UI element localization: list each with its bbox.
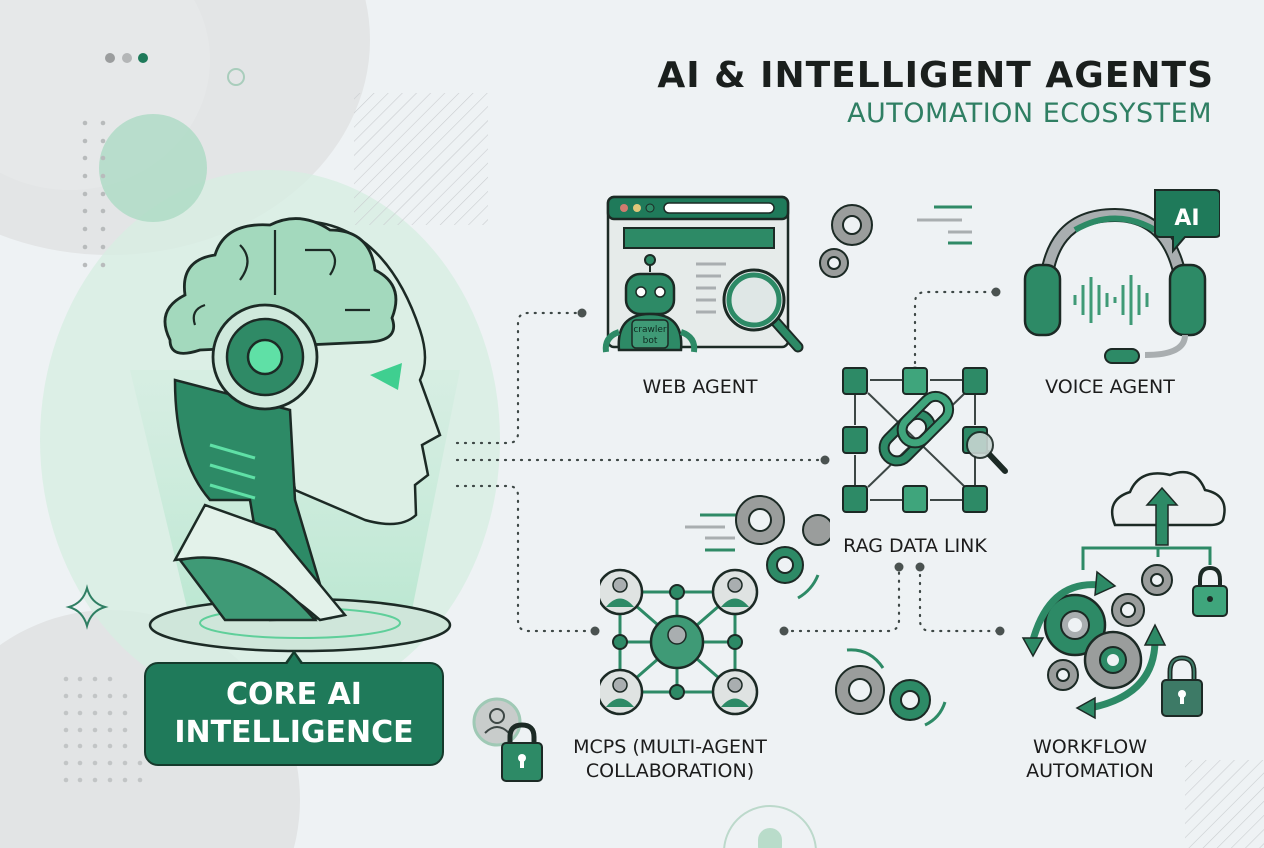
rag-data-link-label: RAG DATA LINK	[843, 535, 987, 557]
workflow-automation-label: WORKFLOW AUTOMATION	[1000, 735, 1180, 783]
dot-gray-2	[122, 53, 132, 63]
page-subtitle: AUTOMATION ECOSYSTEM	[847, 98, 1212, 129]
browser-window-icon: crawler bot	[602, 195, 804, 353]
robot-head-icon	[130, 217, 460, 653]
sparkle-icon	[65, 584, 109, 630]
svg-text:bot: bot	[643, 336, 658, 346]
ai-speech-bubble	[1154, 189, 1220, 254]
workflow-label-line1: WORKFLOW	[1033, 736, 1147, 758]
mcps-label: MCPS (MULTI-AGENT COLLABORATION)	[570, 735, 770, 783]
crawler-bot-icon: crawler bot	[602, 254, 698, 353]
dot-gray-1	[105, 53, 115, 63]
svg-text:AI: AI	[1174, 206, 1199, 231]
brain-icon	[163, 217, 398, 355]
web-agent-label: WEB AGENT	[642, 376, 758, 398]
web-agent-node: crawler bot	[596, 192, 806, 362]
lock-icon	[1192, 565, 1228, 617]
mcps-label-line1: MCPS (MULTI-AGENT	[573, 736, 767, 758]
mcps-label-line2: COLLABORATION)	[585, 760, 755, 782]
multi-agent-network-icon	[600, 495, 830, 716]
eye-indicator	[370, 363, 402, 390]
bg-green-circle	[99, 114, 207, 222]
rag-data-grid-icon	[842, 367, 1008, 513]
core-label-line1: CORE AI	[226, 677, 362, 712]
gears-icon	[819, 204, 972, 278]
svg-text:crawler: crawler	[633, 325, 667, 335]
lock-icon-large	[1161, 655, 1203, 717]
workflow-label-line2: AUTOMATION	[1026, 760, 1154, 782]
workflow-automation-icon	[1021, 470, 1228, 720]
core-ai-intelligence-badge: CORE AI INTELLIGENCE	[144, 650, 444, 766]
upload-arrow-icon	[1145, 486, 1179, 546]
magnifier-icon	[722, 268, 804, 353]
chain-link-icon	[878, 390, 955, 467]
dot-green	[138, 53, 148, 63]
voice-agent-label: VOICE AGENT	[1045, 376, 1175, 398]
hatch-pattern-top	[354, 93, 488, 225]
gears-rotating-icon	[835, 648, 947, 727]
core-label-line2: INTELLIGENCE	[174, 715, 414, 750]
user-lock-icon	[472, 697, 543, 782]
hatch-pattern-bottom	[1185, 760, 1264, 848]
headset-icon: AI	[1023, 189, 1220, 364]
page-title: AI & INTELLIGENT AGENTS	[657, 55, 1214, 96]
